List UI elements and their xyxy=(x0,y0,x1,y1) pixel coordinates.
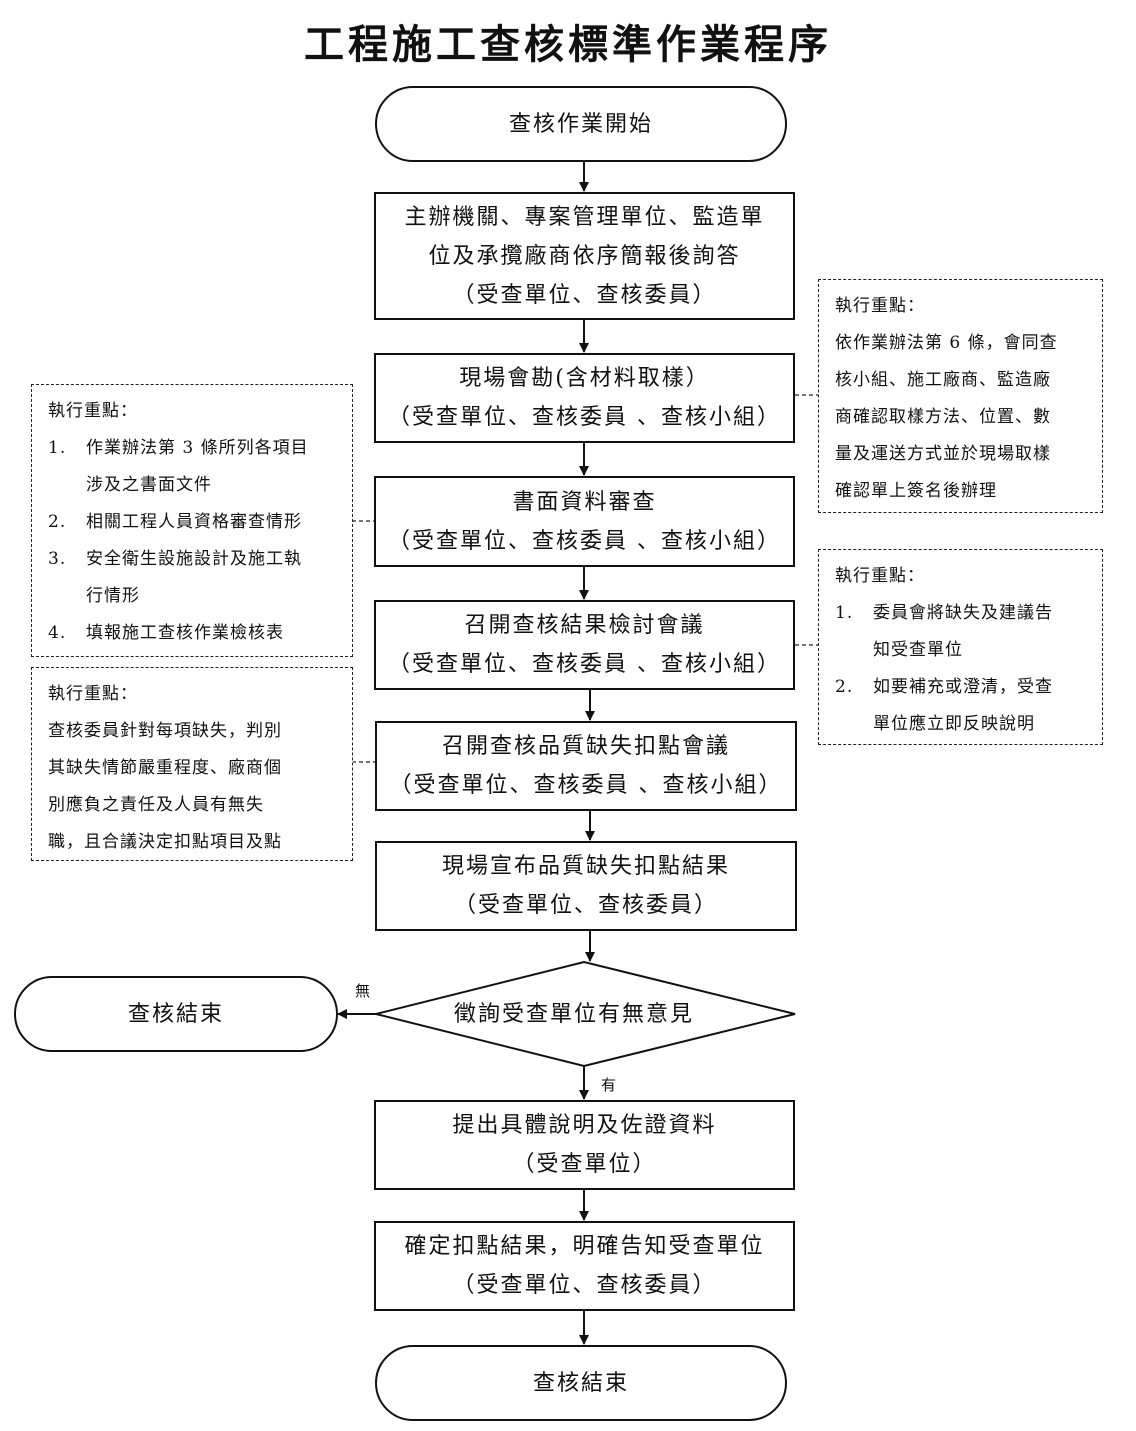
result-meeting-line-1: 召開查核結果檢討會議 xyxy=(464,613,705,638)
review-note-heading: 執行重點： xyxy=(48,401,138,421)
announce-line-2: （受查單位、查核委員） xyxy=(453,893,718,918)
deduction-note: 執行重點： 查核委員針對每項缺失，判別 其缺失情節嚴重程度、廠商個 別應負之責任… xyxy=(31,667,353,861)
document-review-line-1: 書面資料審查 xyxy=(512,489,657,515)
briefing-line-2: 位及承攬廠商依序簡報後詢答 xyxy=(428,243,741,269)
review-note-item-text: 填報施工查核作業檢核表 xyxy=(86,623,284,643)
meeting-note-item-text: 委員會將缺失及建議告 xyxy=(873,603,1053,623)
deduction-meeting-step: 召開查核品質缺失扣點會議 （受查單位、查核委員 、查核小組） xyxy=(375,721,797,811)
confirm-line-1: 確定扣點結果，明確告知受查單位 xyxy=(404,1234,765,1259)
meeting-note: 執行重點： 1. 委員會將缺失及建議告 知受查單位 2. 如要補充或澄清，受查 … xyxy=(818,549,1103,745)
confirm-line-2: （受查單位、查核委員） xyxy=(452,1273,717,1298)
decision-no-label: 無 xyxy=(355,982,371,1000)
deduction-meeting-line-2: （受查單位、查核委員 、查核小組） xyxy=(389,773,783,798)
confirm-step: 確定扣點結果，明確告知受查單位 （受查單位、查核委員） xyxy=(374,1221,795,1311)
submit-line-1: 提出具體說明及佐證資料 xyxy=(452,1113,717,1138)
site-survey-line-1: 現場會勘(含材料取樣） xyxy=(459,366,710,391)
sampling-note-line: 確認單上簽名後辦理 xyxy=(835,481,997,501)
briefing-line-3: （受查單位、查核委員） xyxy=(452,282,717,308)
sampling-note-line: 依作業辦法第 6 條，會同查 xyxy=(835,333,1058,353)
result-meeting-step: 召開查核結果檢討會議 （受查單位、查核委員 、查核小組） xyxy=(374,600,795,690)
review-note-item: 1. 作業辦法第 3 條所列各項目 涉及之書面文件 xyxy=(48,430,342,504)
announce-line-1: 現場宣布品質缺失扣點結果 xyxy=(441,854,730,879)
review-note-item-text: 涉及之書面文件 xyxy=(86,475,212,495)
deduction-meeting-line-1: 召開查核品質缺失扣點會議 xyxy=(441,734,730,759)
submit-line-2: （受查單位） xyxy=(512,1152,657,1177)
review-note-item-text: 相關工程人員資格審查情形 xyxy=(86,512,302,532)
review-note-item-number: 4. xyxy=(48,623,67,643)
sampling-note-line: 量及運送方式並於現場取樣 xyxy=(835,444,1051,464)
sampling-note-line: 商確認取樣方法、位置、數 xyxy=(835,407,1051,427)
meeting-note-item: 2. 如要補充或澄清，受查 單位應立即反映說明 xyxy=(835,669,1092,743)
review-note-item: 2. 相關工程人員資格審查情形 xyxy=(48,504,342,541)
review-note-item-text: 作業辦法第 3 條所列各項目 xyxy=(86,438,309,458)
review-note-item-number: 3. xyxy=(48,549,67,569)
deduction-note-heading: 執行重點： xyxy=(48,684,138,704)
sampling-note: 執行重點： 依作業辦法第 6 條，會同查 核小組、施工廠商、監造廠 商確認取樣方… xyxy=(818,279,1103,513)
sampling-note-heading: 執行重點： xyxy=(835,296,925,316)
meeting-note-item-text: 知受查單位 xyxy=(873,640,963,660)
review-note-item-number: 2. xyxy=(48,512,67,532)
start-label: 查核作業開始 xyxy=(508,111,653,137)
end-left-terminal: 查核結束 xyxy=(14,976,338,1052)
meeting-note-item-text: 如要補充或澄清，受查 xyxy=(873,677,1053,697)
decision-label: 徵詢受查單位有無意見 xyxy=(454,1002,695,1027)
result-meeting-line-2: （受查單位、查核委員 、查核小組） xyxy=(388,652,781,677)
site-survey-line-2: （受查單位、查核委員 、查核小組） xyxy=(388,405,781,430)
deduction-note-line: 查核委員針對每項缺失，判別 xyxy=(48,721,282,741)
end-left-label: 查核結束 xyxy=(127,1001,224,1027)
meeting-note-item: 1. 委員會將缺失及建議告 知受查單位 xyxy=(835,595,1092,669)
review-note-item-text: 安全衛生設施設計及施工執 xyxy=(86,549,302,569)
review-note: 執行重點： 1. 作業辦法第 3 條所列各項目 涉及之書面文件 2. 相關工程人… xyxy=(31,384,353,657)
decision-diamond xyxy=(375,960,796,1068)
meeting-note-item-text: 單位應立即反映說明 xyxy=(873,714,1035,734)
meeting-note-heading: 執行重點： xyxy=(835,566,925,586)
start-terminal: 查核作業開始 xyxy=(375,86,787,162)
sampling-note-line: 核小組、施工廠商、監造廠 xyxy=(835,370,1051,390)
deduction-note-line: 別應負之責任及人員有無失 xyxy=(48,795,264,815)
briefing-line-1: 主辦機關、專案管理單位、監造單 xyxy=(404,204,765,230)
page-title: 工程施工查核標準作業程序 xyxy=(304,22,832,68)
deduction-note-line: 職，且合議決定扣點項目及點 xyxy=(48,832,282,852)
document-review-step: 書面資料審查 （受查單位、查核委員 、查核小組） xyxy=(374,476,795,567)
end-label: 查核結束 xyxy=(532,1370,629,1396)
document-review-line-2: （受查單位、查核委員 、查核小組） xyxy=(388,528,781,554)
meeting-note-item-number: 2. xyxy=(835,677,854,697)
decision-yes-label: 有 xyxy=(601,1076,617,1094)
end-terminal: 查核結束 xyxy=(375,1345,787,1421)
meeting-note-item-number: 1. xyxy=(835,603,854,623)
review-note-item-number: 1. xyxy=(48,438,67,458)
review-note-item: 4. 填報施工查核作業檢核表 xyxy=(48,615,342,652)
deduction-note-line: 其缺失情節嚴重程度、廠商個 xyxy=(48,758,282,778)
review-note-item-text: 行情形 xyxy=(86,586,140,606)
briefing-step: 主辦機關、專案管理單位、監造單 位及承攬廠商依序簡報後詢答 （受查單位、查核委員… xyxy=(374,192,795,320)
announce-step: 現場宣布品質缺失扣點結果 （受查單位、查核委員） xyxy=(375,841,797,931)
site-survey-step: 現場會勘(含材料取樣） （受查單位、查核委員 、查核小組） xyxy=(374,353,795,443)
submit-step: 提出具體說明及佐證資料 （受查單位） xyxy=(374,1100,795,1190)
review-note-item: 3. 安全衛生設施設計及施工執 行情形 xyxy=(48,541,342,615)
